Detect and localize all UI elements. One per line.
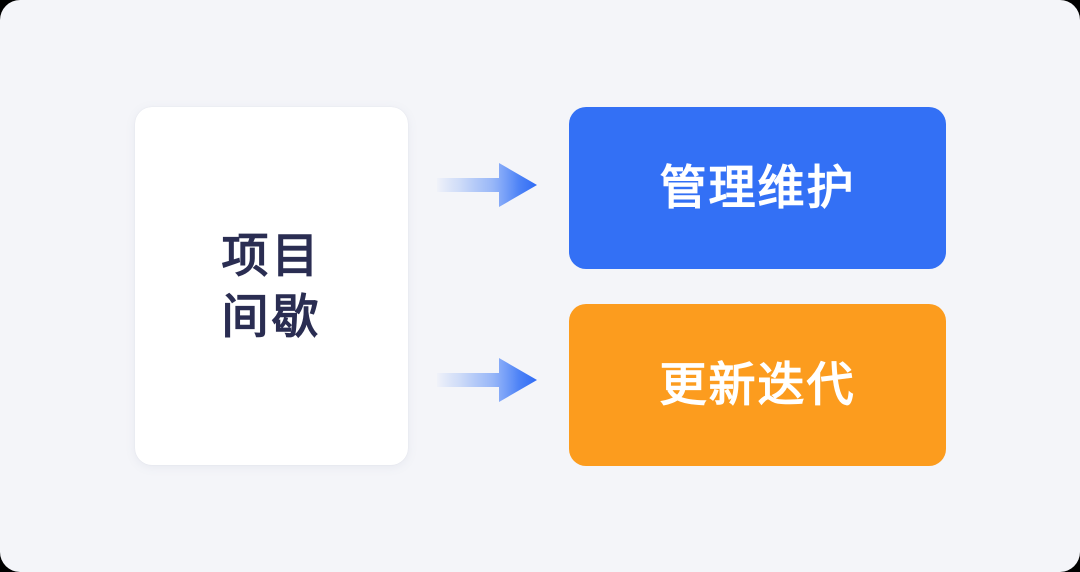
arrow-right-icon-to-update bbox=[437, 354, 537, 406]
arrow-right-icon-to-management bbox=[437, 159, 537, 211]
source-card-line-2: 间歇 bbox=[221, 290, 322, 343]
target-card-update[interactable]: 更新迭代 bbox=[569, 304, 946, 466]
source-card-line-1: 项目 bbox=[221, 228, 322, 282]
source-card[interactable]: 项目 间歇 bbox=[135, 107, 408, 465]
target-card-update-label: 更新迭代 bbox=[659, 358, 856, 412]
target-card-management-label: 管理维护 bbox=[659, 161, 856, 215]
target-card-management[interactable]: 管理维护 bbox=[569, 107, 946, 269]
